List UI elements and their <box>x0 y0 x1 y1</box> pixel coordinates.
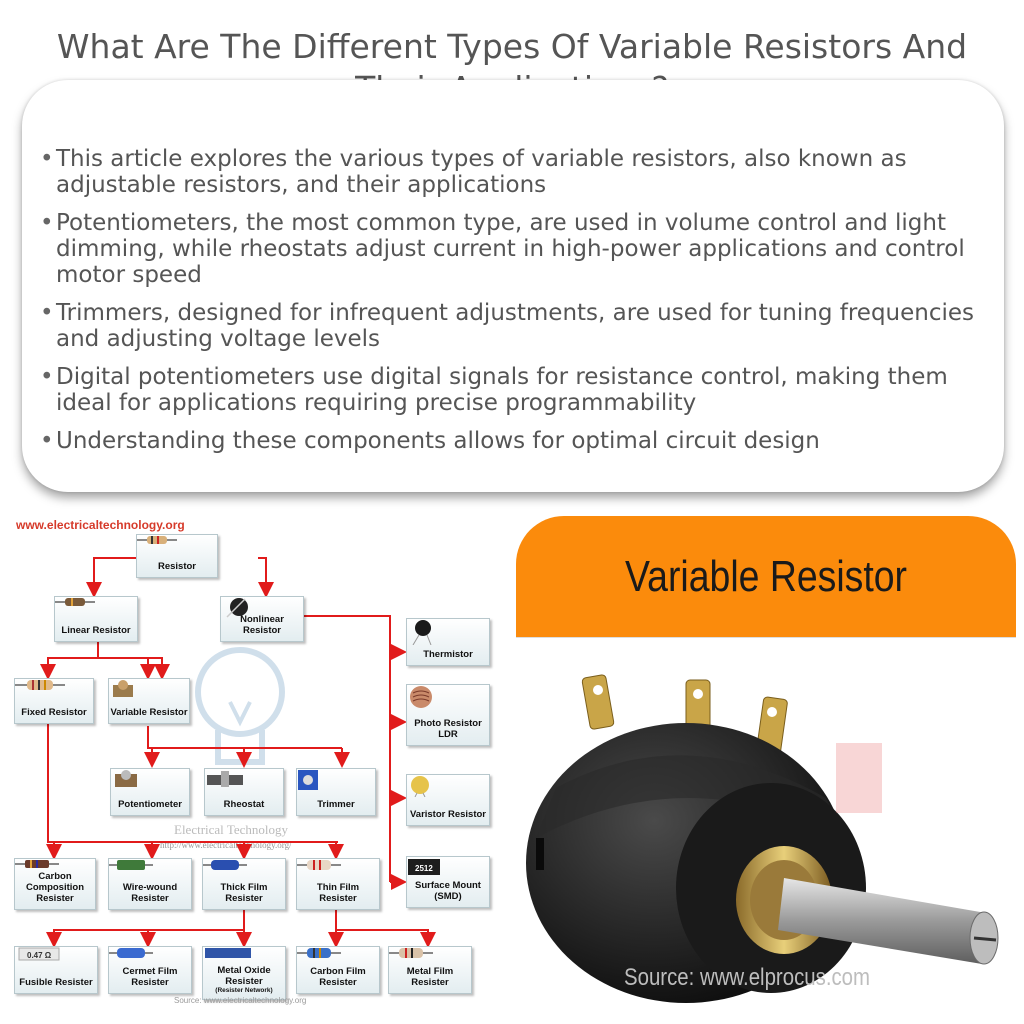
node-carbon-film: Carbon Film Resister <box>296 946 380 994</box>
node-trimmer: Trimmer <box>296 768 376 816</box>
node-potentiometer: Potentiometer <box>110 768 190 816</box>
diagram-arrows: Electrical Technology http://www.electri… <box>40 557 436 948</box>
metal-film-resistor-icon <box>389 948 433 958</box>
varistor-icon <box>411 776 429 797</box>
node-smd: 2512 Surface Mount (SMD) <box>406 856 490 908</box>
summary-bullet: Trimmers, designed for infrequent adjust… <box>40 300 990 352</box>
summary-bullets: This article explores the various types … <box>40 146 990 466</box>
resistor-classification-diagram: Electrical Technology http://www.electri… <box>8 512 508 1017</box>
potentiometer-icon <box>113 680 133 697</box>
carbon-film-resistor-icon <box>297 948 341 958</box>
node-nonlinear-resistor: Nonlinear Resistor <box>220 596 304 642</box>
node-resistor: Resistor <box>136 534 218 578</box>
summary-bullet: This article explores the various types … <box>40 146 990 198</box>
nonlinear-resistor-icon <box>226 598 248 618</box>
variable-resistor-photo-panel: Variable Resistor <box>516 516 1016 1016</box>
node-carbon-composition: Carbon Composition Resister <box>14 858 96 910</box>
thin-film-resistor-icon <box>297 860 341 870</box>
node-wirewound: Wire-wound Resister <box>108 858 192 910</box>
svg-text:0.47 Ω: 0.47 Ω <box>27 951 52 960</box>
potentiometer-icon <box>115 770 137 787</box>
node-metal-oxide: Metal Oxide Resister (Resister Network) <box>202 946 286 1000</box>
resistor-icon <box>137 536 177 544</box>
shaft-icon <box>778 878 999 965</box>
summary-bullet: Digital potentiometers use digital signa… <box>40 364 990 416</box>
thick-film-resistor-icon <box>203 860 247 870</box>
resistor-icon <box>15 860 59 868</box>
thermistor-icon <box>412 620 432 645</box>
node-varistor: Varistor Resistor <box>406 774 490 826</box>
photo-source: Source: www.elprocus.com <box>624 964 871 991</box>
node-rheostat: Rheostat <box>204 768 284 816</box>
node-fusible: 0.47 Ω Fusible Resister <box>14 946 98 994</box>
smd-resistor-icon: 2512 <box>408 859 440 875</box>
node-thick-film: Thick Film Resister <box>202 858 286 910</box>
node-cermet: Cermet Film Resister <box>108 946 192 994</box>
resistor-icon <box>15 680 65 690</box>
resistor-icon <box>55 598 95 606</box>
wirewound-resistor-icon <box>109 860 153 870</box>
node-metal-film: Metal Film Resister <box>388 946 472 994</box>
photo-title: Variable Resistor <box>624 552 907 601</box>
summary-bullet: Potentiometers, the most common type, ar… <box>40 210 990 288</box>
trimmer-icon <box>298 770 318 790</box>
solder-lug-icon <box>581 674 788 756</box>
center-watermark: Electrical Technology <box>174 822 288 837</box>
rheostat-icon <box>207 771 243 787</box>
node-variable-resistor: Variable Resistor <box>108 678 190 724</box>
cermet-resistor-icon <box>109 948 153 958</box>
node-thin-film: Thin Film Resister <box>296 858 380 910</box>
lightbulb-watermark-icon <box>195 647 285 789</box>
node-linear-resistor: Linear Resistor <box>54 596 138 642</box>
diagram-source: Source: www.electricaltechnology.org <box>174 996 307 1005</box>
potentiometer-photo-illustration <box>526 674 999 1003</box>
node-photo-resistor: Photo Resistor LDR <box>406 684 490 746</box>
node-fixed-resistor: Fixed Resistor <box>14 678 94 724</box>
node-thermistor: Thermistor <box>406 618 490 666</box>
center-url: http://www.electricaltechnology.org/ <box>160 840 292 850</box>
resistor-network-icon <box>205 948 251 958</box>
fusible-resistor-icon: 0.47 Ω <box>18 947 60 961</box>
photo-header <box>516 516 1016 638</box>
svg-text:2512: 2512 <box>415 864 433 873</box>
diagram-watermark: www.electricaltechnology.org <box>16 518 185 532</box>
photo-resistor-icon <box>410 686 432 708</box>
summary-bullet: Understanding these components allows fo… <box>40 428 990 454</box>
